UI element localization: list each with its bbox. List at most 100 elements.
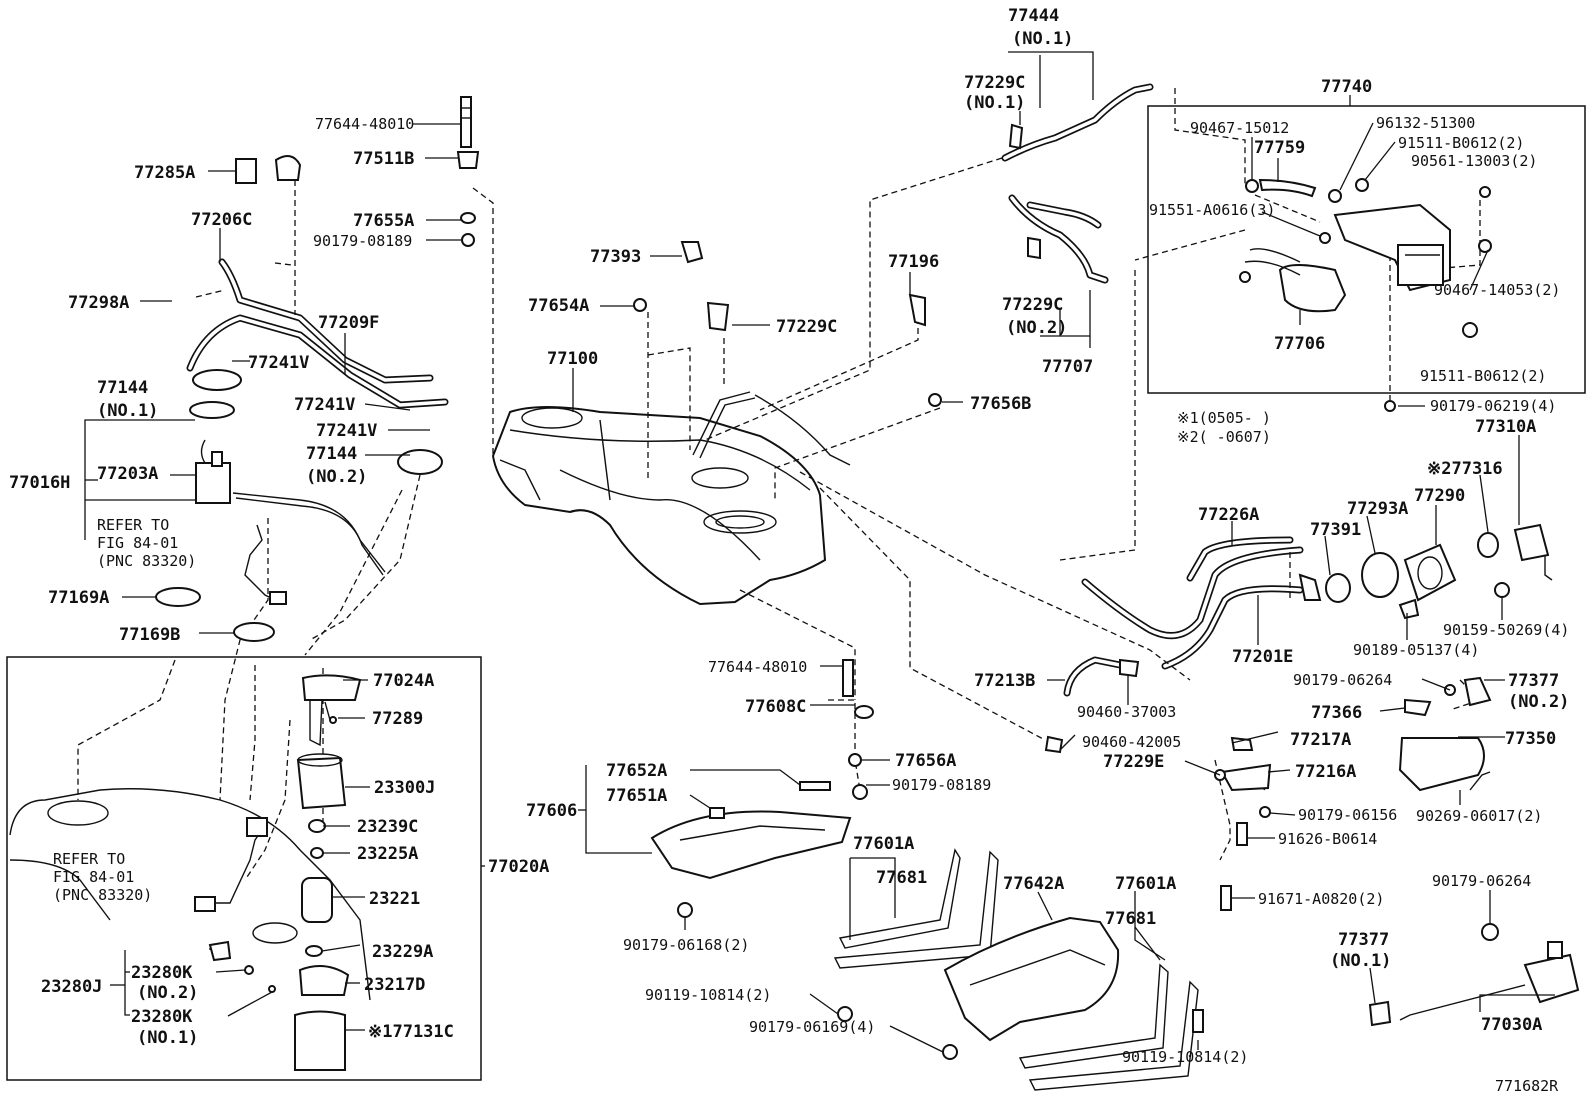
label-77144-no2-qual: (NO.2)	[306, 467, 367, 487]
label-90467-15012: 90467-15012	[1190, 119, 1289, 137]
label-77511B: 77511B	[353, 149, 414, 169]
label-90119-10814-left: 90119-10814(2)	[645, 986, 771, 1004]
cushion-23229A	[305, 945, 323, 957]
sender-gauge-77203A	[195, 439, 231, 504]
label-77229C-no2-qual: (NO.2)	[1006, 318, 1067, 338]
note-1: ※1(0505- )	[1177, 409, 1271, 427]
label-77100: 77100	[547, 349, 598, 369]
label-77377-no2-qual: (NO.2)	[1508, 692, 1569, 712]
clip-90467-15012	[1245, 179, 1259, 193]
fuel-lid-77350	[1398, 737, 1485, 792]
label-77377-no1-qual: (NO.1)	[1330, 951, 1391, 971]
gasket-23239C	[308, 819, 326, 833]
canister-detail-frame	[1147, 105, 1586, 394]
label-77201E: 77201E	[1232, 647, 1293, 667]
label-77020A: 77020A	[488, 857, 549, 877]
retainer-23225A	[310, 847, 324, 859]
label-77016H: 77016H	[9, 473, 70, 493]
nut-90561-13003	[1479, 186, 1491, 198]
gasket-77655A	[460, 212, 476, 224]
clip-77393	[680, 241, 704, 264]
label-91671-A0820: 91671-A0820(2)	[1258, 890, 1384, 908]
clip-77656B	[928, 393, 942, 407]
label-77444-no1: (NO.1)	[1012, 29, 1073, 49]
label-23239C: 23239C	[357, 817, 418, 837]
note-2: ※2( -0607)	[1177, 428, 1271, 446]
label-77366: 77366	[1311, 703, 1362, 723]
figure-id: 771682R	[1495, 1077, 1559, 1095]
label-77377-no1: 77377	[1338, 930, 1389, 950]
label-77606: 77606	[526, 801, 577, 821]
grommet-91551-A0616	[1319, 232, 1331, 244]
clamp-77229C-no1	[1008, 123, 1024, 150]
opener-77030A	[1399, 941, 1580, 1021]
bracket-77216A	[1220, 763, 1272, 792]
label-77229C: 77229C	[776, 317, 837, 337]
bolt-91671-A0820	[1220, 885, 1232, 911]
label-77229C-no1: 77229C	[964, 73, 1025, 93]
pump-detail-frame	[6, 656, 482, 1081]
label-77144-no2: 77144	[306, 444, 357, 464]
label-90179-08189-mid: 90179-08189	[892, 776, 991, 794]
label-90460-42005: 90460-42005	[1082, 733, 1181, 751]
clamp-77229C-no2	[1027, 236, 1041, 260]
o-ring-23280K-no1	[268, 985, 276, 993]
bolt-90119-10814-right	[1192, 1009, 1204, 1033]
label-77229C-no1-qual: (NO.1)	[964, 93, 1025, 113]
hinge-77377-no2	[1463, 676, 1492, 707]
label-77642A: 77642A	[1003, 874, 1064, 894]
pump-cover	[189, 401, 235, 419]
label-90179-08189-top: 90179-08189	[313, 232, 412, 250]
label-77169A: 77169A	[48, 588, 109, 608]
gasket-77391	[1325, 573, 1351, 603]
canister-tank-77706	[1239, 248, 1347, 313]
label-77740: 77740	[1321, 77, 1372, 97]
label-77654A: 77654A	[528, 296, 589, 316]
label-77298A: 77298A	[68, 293, 129, 313]
label-77651A: 77651A	[606, 786, 667, 806]
label-77206C: 77206C	[191, 210, 252, 230]
label-23221: 23221	[369, 889, 420, 909]
refer-note-2-line1: REFER TO	[53, 850, 125, 868]
label-77285A: 77285A	[134, 163, 195, 183]
label-77601A-right: 77601A	[1115, 874, 1176, 894]
label-90179-06168: 90179-06168(2)	[623, 936, 749, 954]
label-77759: 77759	[1254, 138, 1305, 158]
hose-77759	[1258, 178, 1317, 198]
label-77652A: 77652A	[606, 761, 667, 781]
grommet-77608C	[854, 705, 874, 719]
label-90561-13003: 90561-13003(2)	[1411, 152, 1537, 170]
nut-90179-08189-mid	[852, 784, 868, 800]
label-77681-left: 77681	[876, 868, 927, 888]
bracket-77217A	[1230, 736, 1254, 751]
label-23280J: 23280J	[41, 977, 102, 997]
nut-90179-06264-lower	[1481, 923, 1499, 941]
label-77290: 77290	[1414, 486, 1465, 506]
label-77656A: 77656A	[895, 751, 956, 771]
label-77226A: 77226A	[1198, 505, 1259, 525]
o-ring-23280K-no2	[244, 965, 254, 975]
label-23229A: 23229A	[372, 942, 433, 962]
gasket-77285A	[235, 158, 257, 184]
gasket-77316	[1477, 532, 1499, 558]
label-77293A: 77293A	[1347, 499, 1408, 519]
label-23280K-no1-qual: (NO.1)	[137, 1028, 198, 1048]
fuel-pump-23221	[301, 877, 333, 923]
retainer-77144-no2	[397, 449, 443, 475]
label-23280K-no1: 23280K	[131, 1007, 193, 1027]
label-77377-no2: 77377	[1508, 671, 1559, 691]
label-77644-48010-mid: 77644-48010	[708, 658, 807, 676]
label-77144-no1-qual: (NO.1)	[97, 401, 158, 421]
label-77608C: 77608C	[745, 697, 806, 717]
label-23300J: 23300J	[374, 778, 435, 798]
suction-plate-77024A	[301, 674, 362, 701]
label-23225A: 23225A	[357, 844, 418, 864]
clamp-77285A	[274, 155, 302, 181]
label-77216A: 77216A	[1295, 762, 1356, 782]
bolt-91511-B0612-top	[1355, 178, 1369, 192]
cap-77654A	[633, 298, 647, 312]
label-77241V-3: 77241V	[316, 421, 377, 441]
clip-77289	[329, 716, 337, 724]
grommet-77293A	[1361, 552, 1399, 598]
